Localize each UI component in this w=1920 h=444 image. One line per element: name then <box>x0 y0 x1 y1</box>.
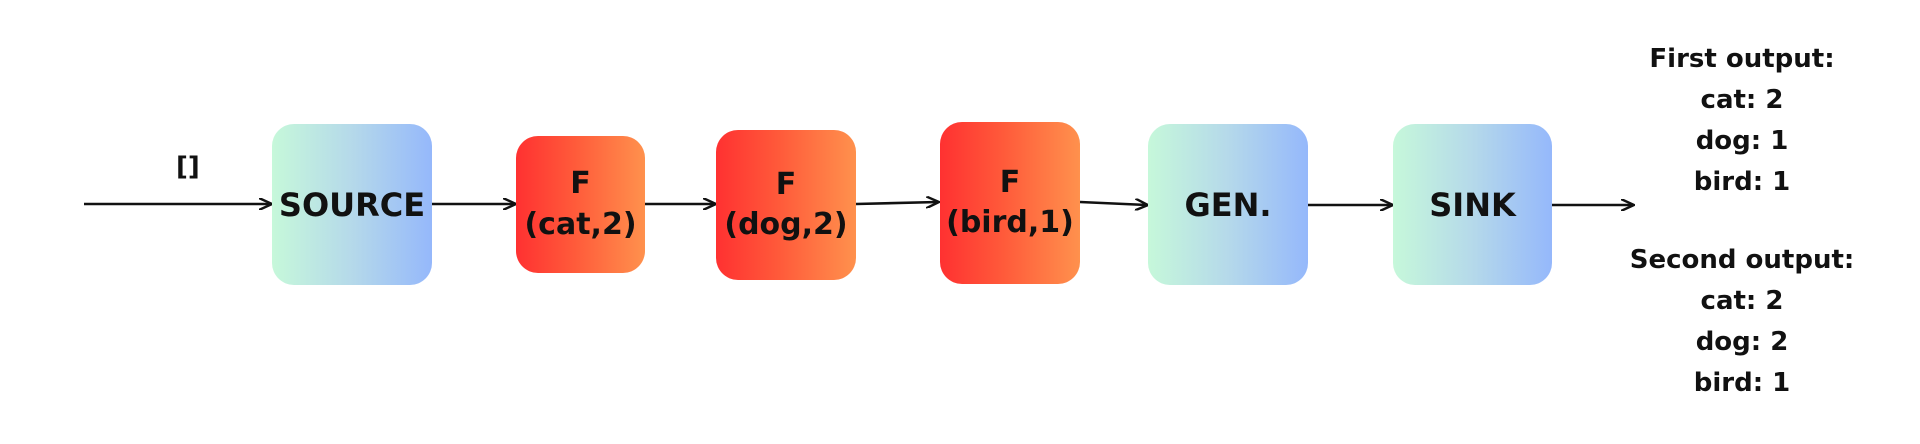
filter-cat-node: F (cat,2) <box>516 136 645 273</box>
filter-dog-title: F <box>775 166 797 202</box>
filter-cat-arg: (cat,2) <box>524 206 637 242</box>
source-node: SOURCE <box>272 124 432 285</box>
second-output-line-cat: cat: 2 <box>1700 286 1784 316</box>
first-output-line-dog: dog: 1 <box>1695 126 1789 156</box>
sink-node-label: SINK <box>1429 185 1516 224</box>
gen-node: GEN. <box>1148 124 1308 285</box>
input-empty-list-label: [] <box>176 152 200 182</box>
first-output-block: First output: cat: 2 dog: 1 bird: 1 <box>1582 39 1902 203</box>
gen-node-label: GEN. <box>1184 185 1272 224</box>
second-output-line-bird: bird: 1 <box>1693 368 1791 398</box>
filter-cat-title: F <box>570 166 591 201</box>
filter-dog-node: F (dog,2) <box>716 130 856 280</box>
second-output-block: Second output: cat: 2 dog: 2 bird: 1 <box>1582 240 1902 404</box>
filter-dog-arg: (dog,2) <box>724 207 848 242</box>
edge-filter-bird-to-gen <box>1079 202 1147 205</box>
edge-filter-dog-to-filter-bird <box>855 202 938 204</box>
filter-bird-arg: (bird,1) <box>946 205 1074 240</box>
first-output-title: First output: <box>1649 44 1835 74</box>
source-node-label: SOURCE <box>278 185 426 224</box>
first-output-line-cat: cat: 2 <box>1700 85 1784 115</box>
sink-node: SINK <box>1393 124 1552 285</box>
first-output-line-bird: bird: 1 <box>1693 167 1791 197</box>
second-output-title: Second output: <box>1629 245 1855 275</box>
second-output-line-dog: dog: 2 <box>1695 327 1789 357</box>
filter-bird-node: F (bird,1) <box>940 122 1080 284</box>
filter-bird-title: F <box>999 164 1021 200</box>
